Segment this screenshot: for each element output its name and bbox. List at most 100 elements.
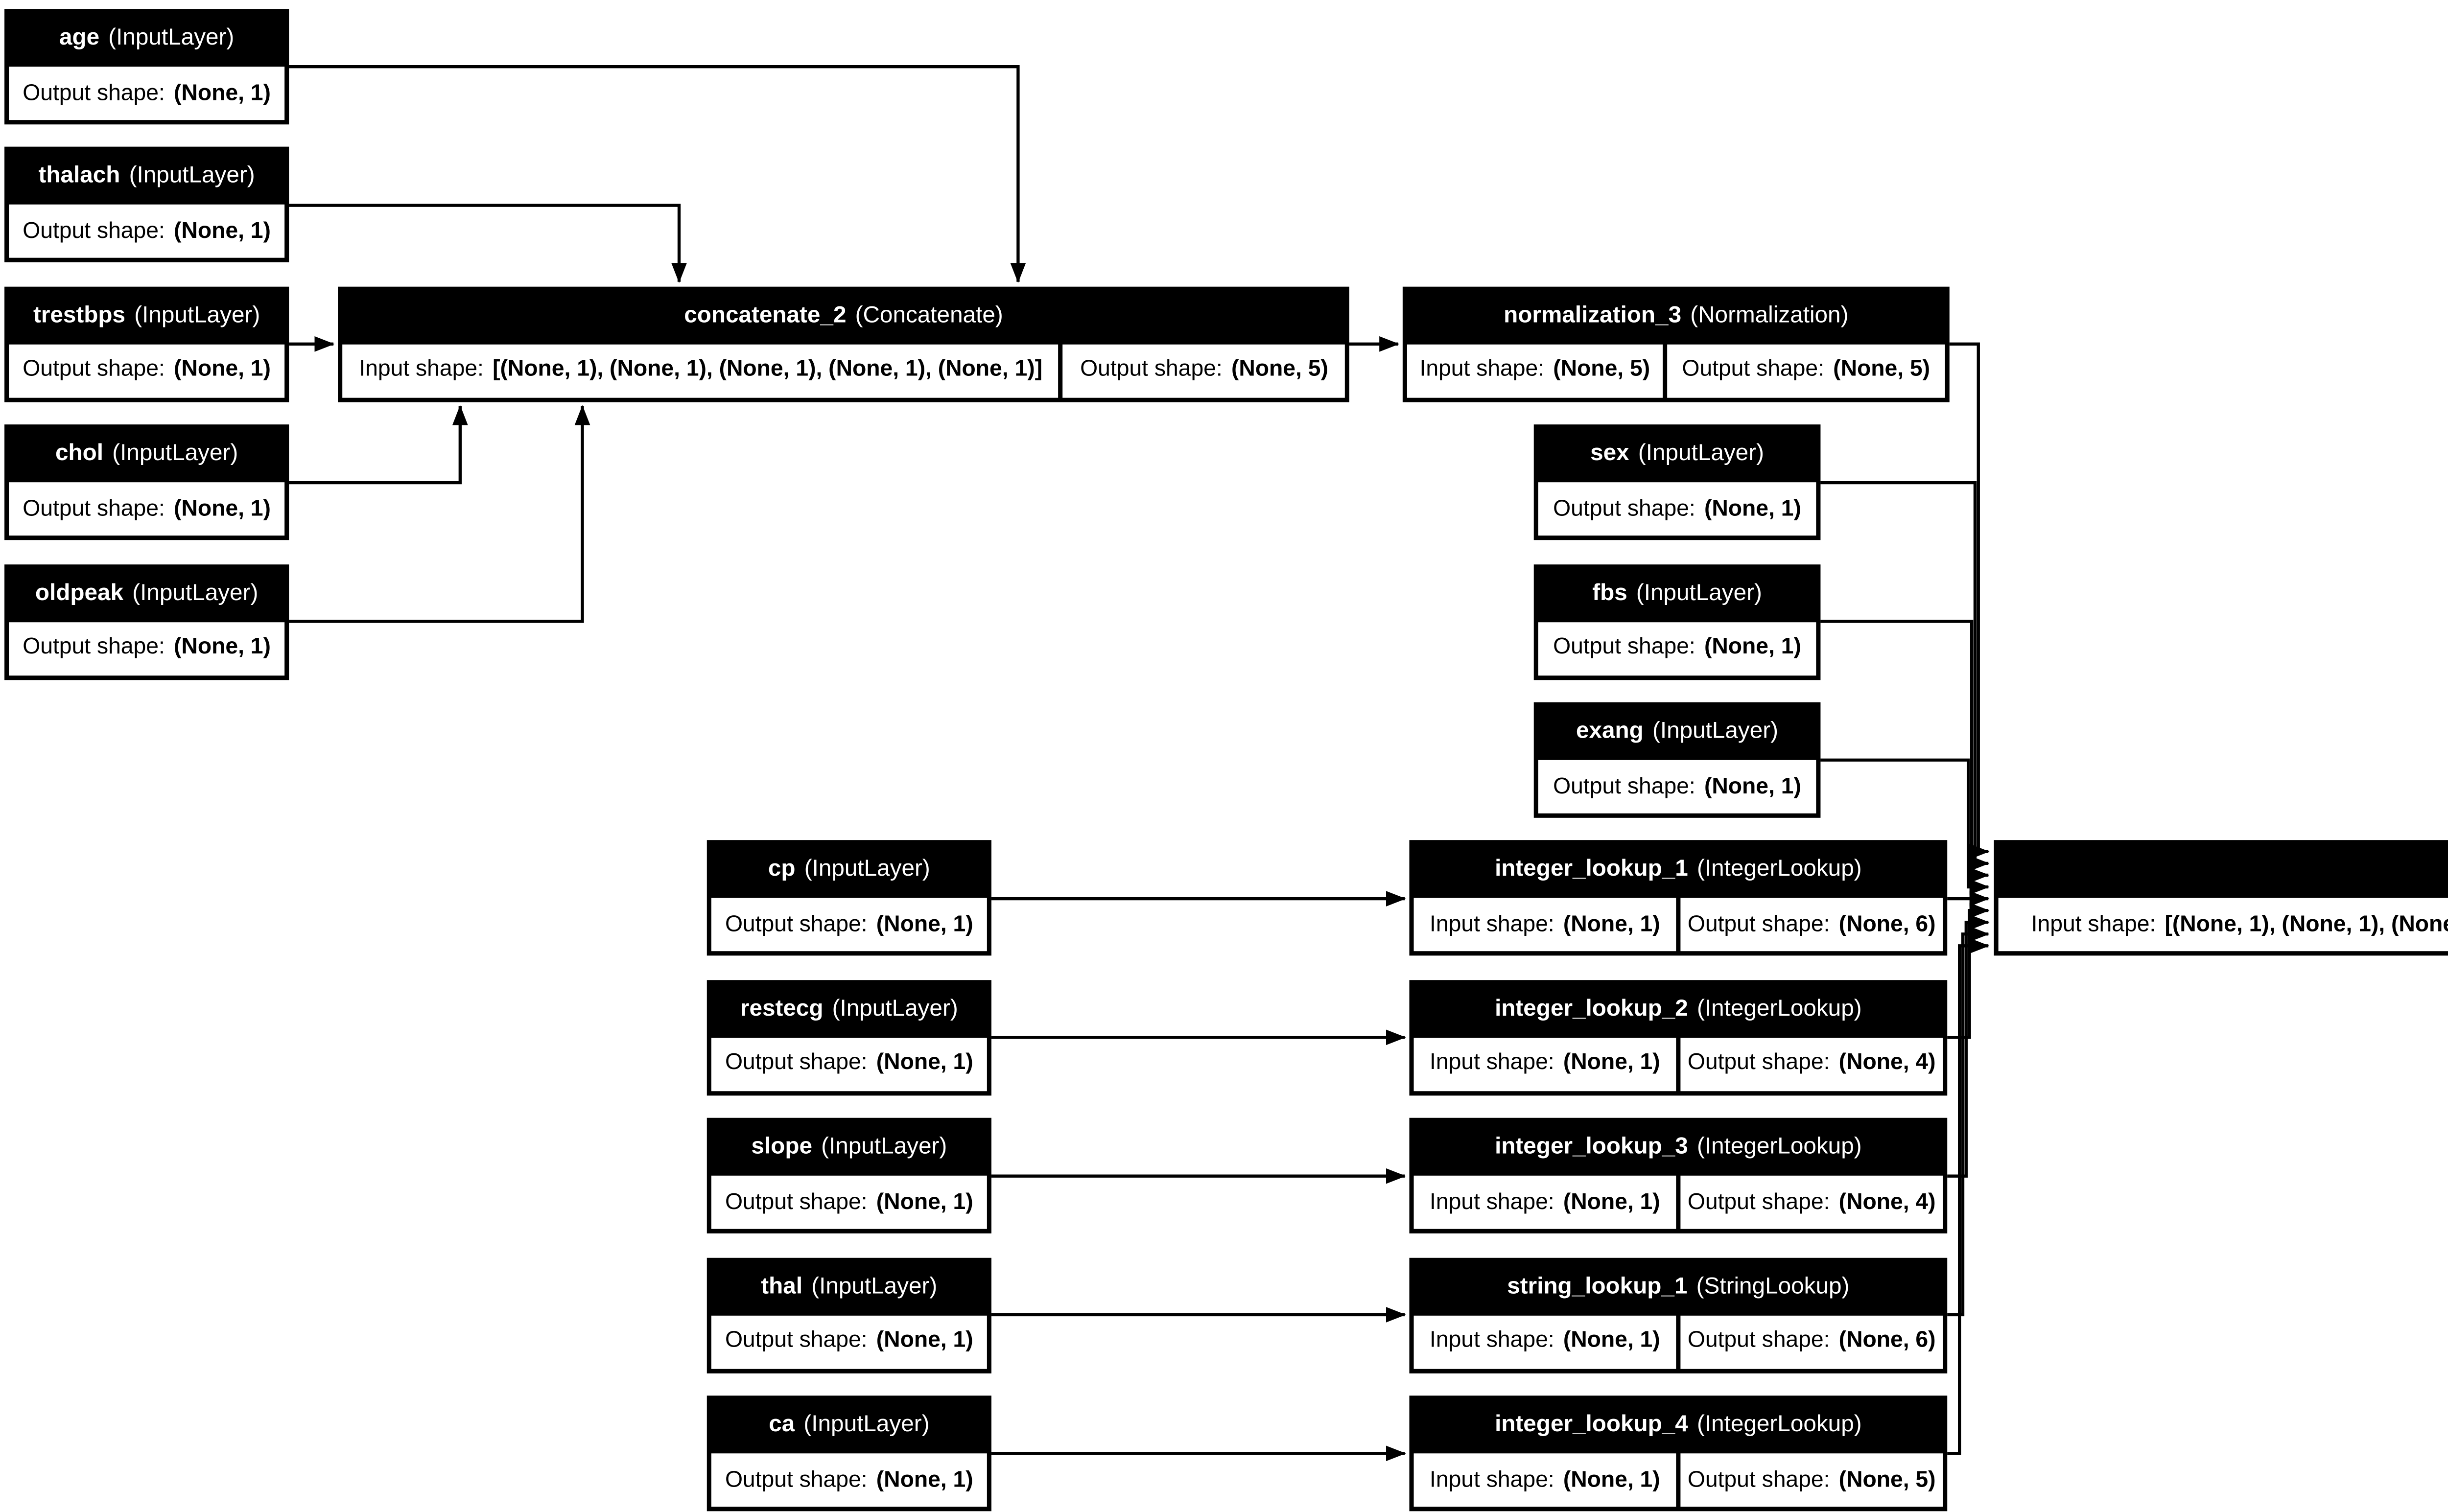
input-shape-label: Input shape: (1419, 358, 1545, 383)
input-shape-value: [(None, 1), (None, 1), (None, 1), (None,… (2165, 913, 2448, 938)
layer-name: age (59, 24, 100, 51)
node-oldpeak-header: oldpeak(InputLayer) (4, 563, 289, 621)
output-shape-value: (None, 1) (1704, 635, 1801, 660)
node-string_lookup_1-input-cell: Input shape:(None, 1) (1413, 1314, 1676, 1368)
node-fbs-header: fbs(InputLayer) (1534, 563, 1821, 621)
output-shape-value: (None, 1) (876, 1190, 973, 1215)
output-shape-label: Output shape: (1687, 1329, 1830, 1354)
output-shape-value: (None, 1) (174, 219, 271, 244)
output-shape-value: (None, 1) (174, 358, 271, 383)
layer-name: integer_lookup_1 (1495, 856, 1688, 884)
layer-name: oldpeak (35, 579, 124, 606)
output-shape-label: Output shape: (725, 1467, 868, 1492)
layer-name: exang (1576, 718, 1644, 744)
node-concatenate_2: concatenate_2(Concatenate) Input shape:[… (338, 286, 1349, 402)
edge-integer_lookup_2-concatenate_3 (1947, 903, 1990, 1039)
layer-type: (IntegerLookup) (1697, 1134, 1862, 1161)
node-normalization_3-output-cell: Output shape:(None, 5) (1667, 344, 1945, 397)
layer-type: (Concatenate) (855, 302, 1003, 329)
output-shape-label: Output shape: (1553, 774, 1695, 799)
output-shape-value: (None, 1) (876, 1467, 973, 1492)
output-shape-label: Output shape: (1682, 358, 1825, 383)
output-shape-label: Output shape: (23, 497, 165, 522)
edge-string_lookup_1-concatenate_3 (1947, 926, 1990, 1317)
edge-chol-concatenate_2 (289, 405, 468, 485)
output-shape-label: Output shape: (1553, 635, 1695, 660)
node-thal-header: thal(InputLayer) (707, 1257, 991, 1315)
layer-name: sex (1590, 440, 1629, 467)
edge-oldpeak-concatenate_2 (289, 405, 590, 623)
output-shape-label: Output shape: (1553, 497, 1695, 522)
layer-type: (InputLayer) (1638, 440, 1765, 467)
input-shape-label: Input shape: (1430, 913, 1554, 938)
output-shape-label: Output shape: (23, 219, 165, 244)
node-normalization_3-input-cell: Input shape:(None, 5) (1407, 344, 1663, 397)
edge-fbs-concatenate_3 (1820, 620, 1990, 883)
output-shape-value: (None, 1) (876, 1329, 973, 1354)
layer-type: (Normalization) (1690, 302, 1849, 329)
node-age: age(InputLayer) Output shape: (None, 1) (4, 9, 289, 125)
node-cp-output-cell: Output shape:(None, 1) (711, 899, 987, 952)
node-chol: chol(InputLayer) Output shape:(None, 1) (4, 425, 289, 541)
output-shape-value: (None, 1) (876, 1051, 973, 1076)
node-oldpeak-output-cell: Output shape:(None, 1) (9, 621, 285, 675)
layer-name: slope (751, 1134, 813, 1161)
edge-age-concatenate_2 (289, 65, 1026, 283)
node-slope-output-cell: Output shape: (None, 1) (711, 1176, 987, 1230)
layer-name: integer_lookup_2 (1495, 995, 1688, 1022)
node-integer_lookup_4-input-cell: Input shape:(None, 1) (1413, 1453, 1676, 1507)
output-shape-label: Output shape: (725, 913, 868, 938)
node-age-header: age(InputLayer) (4, 9, 289, 67)
edge-thalach-concatenate_2 (289, 204, 687, 283)
node-ca-output-cell: Output shape: (None, 1) (711, 1453, 987, 1507)
output-shape-value: (None, 5) (1231, 358, 1328, 383)
output-shape-label: Output shape: (725, 1190, 868, 1215)
node-exang-header: exang (InputLayer) (1534, 702, 1821, 760)
node-fbs-output-cell: Output shape: (None, 1) (1538, 621, 1816, 675)
layer-name: string_lookup_1 (1507, 1272, 1688, 1300)
layer-type: (InputLayer) (811, 1272, 938, 1300)
input-shape-label: Input shape: (2031, 913, 2156, 938)
node-integer_lookup_2-output-cell: Output shape: (None, 4) (1680, 1037, 1943, 1091)
node-integer_lookup_2: integer_lookup_2(IntegerLookup) Input sh… (1409, 979, 1948, 1095)
node-integer_lookup_1-output-cell: Output shape:(None, 6) (1680, 899, 1943, 952)
output-shape-value: (None, 1) (174, 497, 271, 522)
output-shape-label: Output shape: (1687, 1190, 1830, 1215)
input-shape-value: (None, 1) (1563, 1467, 1660, 1492)
edge-integer_lookup_4-concatenate_3 (1947, 938, 1990, 1455)
node-integer_lookup_4-header: integer_lookup_4 (IntegerLookup) (1409, 1396, 1947, 1453)
layer-type: (InputLayer) (1636, 579, 1762, 606)
node-integer_lookup_3-header: integer_lookup_3(IntegerLookup) (1409, 1118, 1947, 1176)
output-shape-label: Output shape: (1687, 1051, 1830, 1076)
node-concatenate_2-output-cell: Output shape:(None, 5) (1063, 344, 1345, 397)
layer-name: chol (55, 440, 104, 467)
input-shape-value: (None, 1) (1563, 1190, 1660, 1215)
layer-type: (IntegerLookup) (1697, 856, 1862, 884)
node-sex-header: sex (InputLayer) (1534, 425, 1821, 483)
layer-name: thalach (38, 163, 120, 190)
node-integer_lookup_1-header: integer_lookup_1 (IntegerLookup) (1409, 841, 1947, 899)
input-shape-value: (None, 1) (1563, 1051, 1660, 1076)
layer-name: integer_lookup_4 (1495, 1411, 1688, 1438)
node-integer_lookup_4: integer_lookup_4 (IntegerLookup) Input sh… (1409, 1396, 1948, 1512)
output-shape-label: Output shape: (23, 81, 165, 106)
node-exang: exang(InputLayer) Output shape:(None, 1) (1533, 702, 1821, 818)
output-shape-label: Output shape: (1687, 913, 1830, 938)
node-integer_lookup_3-input-cell: Input shape:(None, 1) (1413, 1176, 1676, 1230)
layer-type: (IntegerLookup) (1697, 1411, 1862, 1438)
output-shape-label: Output shape: (23, 358, 165, 383)
node-ca-header: ca(InputLayer) (707, 1396, 991, 1453)
output-shape-value: (None, 4) (1838, 1051, 1936, 1076)
node-restecg-header: restecg(InputLayer) (707, 979, 991, 1037)
layer-name: normalization_3 (1504, 302, 1682, 329)
layer-type: (IntegerLookup) (1697, 995, 1862, 1022)
layer-type: (InputLayer) (1652, 718, 1779, 744)
node-slope-header: slope(InputLayer) (707, 1118, 991, 1176)
output-shape-value: (None, 1) (174, 81, 271, 106)
node-concatenate_3-header: concatenate_3(Concatenate) (1993, 841, 2448, 899)
edge-exang-concatenate_3 (1820, 758, 1990, 895)
node-concatenate_2-input-cell: Input shape:[(None, 1), (None, 1), (None… (342, 344, 1059, 397)
output-shape-value: (None, 5) (1838, 1467, 1936, 1492)
